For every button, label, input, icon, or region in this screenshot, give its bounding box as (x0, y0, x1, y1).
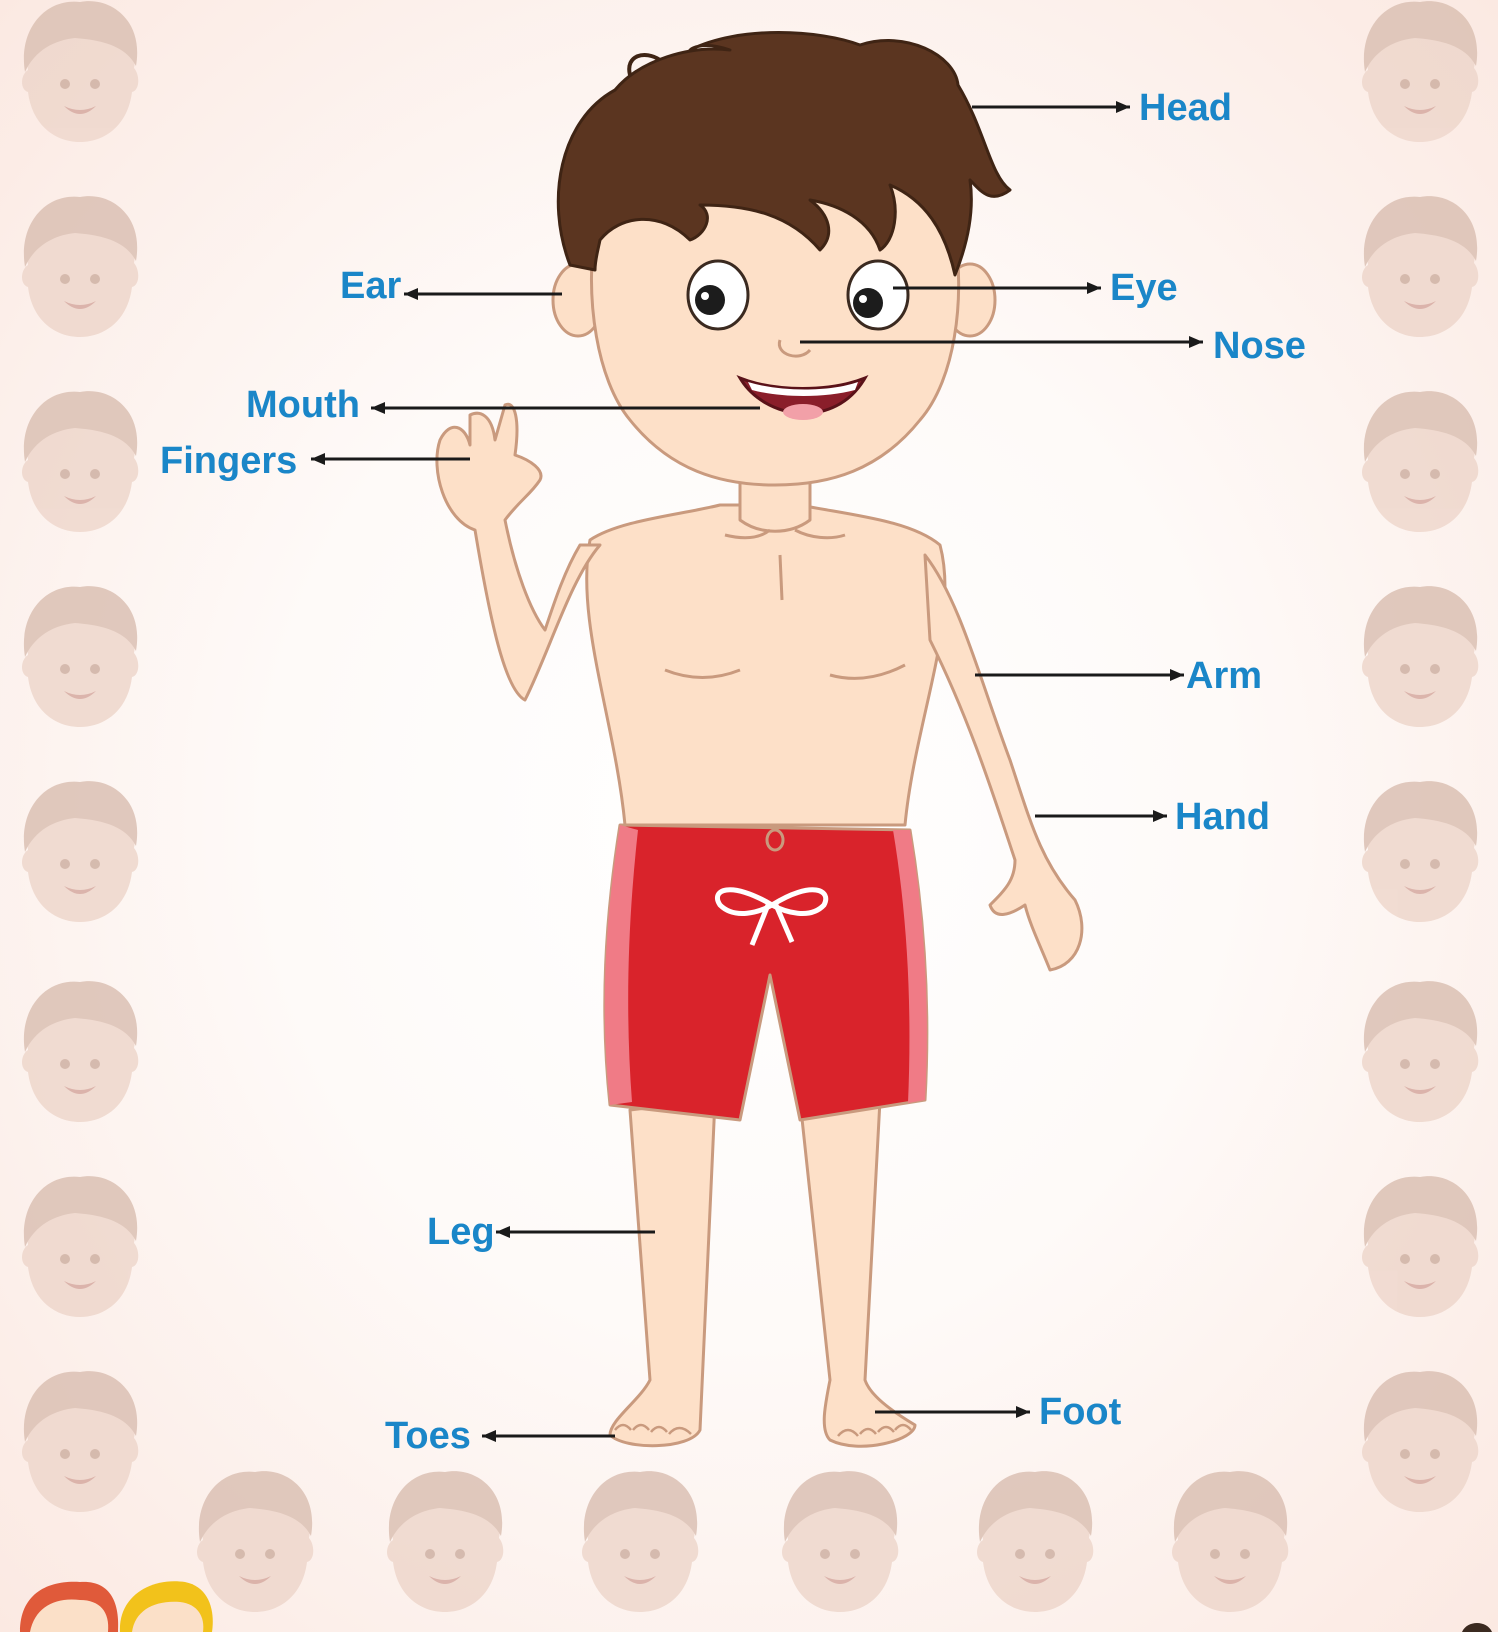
arrowhead-leg (496, 1226, 510, 1238)
arrowhead-eye (1087, 282, 1101, 294)
arrowhead-foot (1016, 1406, 1030, 1418)
label-hand: Hand (1175, 798, 1270, 836)
label-ear: Ear (340, 267, 401, 305)
arrowhead-hand (1153, 810, 1167, 822)
label-eye: Eye (1110, 269, 1178, 307)
arrowhead-head (1116, 101, 1130, 113)
arrowhead-ear (404, 288, 418, 300)
label-fingers: Fingers (160, 442, 297, 480)
label-arm: Arm (1186, 657, 1262, 695)
label-leg: Leg (427, 1213, 495, 1251)
arrowhead-toes (482, 1430, 496, 1442)
label-nose: Nose (1213, 327, 1306, 365)
label-toes: Toes (385, 1417, 471, 1455)
arrowhead-fingers (311, 453, 325, 465)
arrowhead-mouth (371, 402, 385, 414)
label-mouth: Mouth (246, 386, 360, 424)
arrowhead-nose (1189, 336, 1203, 348)
label-head: Head (1139, 89, 1232, 127)
arrowhead-arm (1170, 669, 1184, 681)
label-foot: Foot (1039, 1393, 1121, 1431)
